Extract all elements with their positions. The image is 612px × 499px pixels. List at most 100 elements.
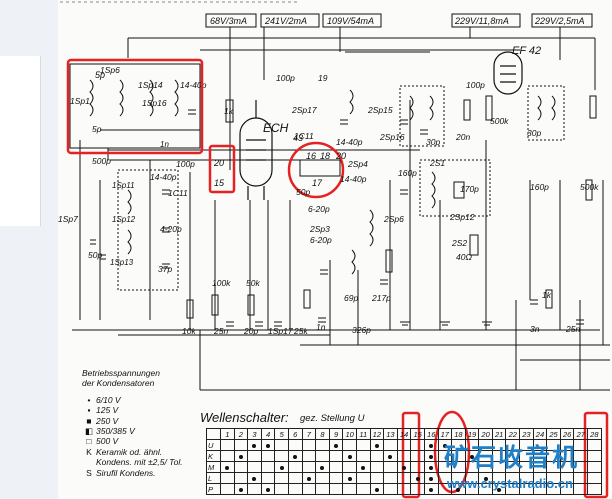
switch-cell	[301, 450, 317, 462]
tube-ech-label: ECH	[263, 121, 289, 135]
label-c20n: 20n	[455, 132, 470, 142]
switch-column-header: 15	[410, 428, 425, 440]
switch-cell	[315, 439, 330, 451]
switch-cell	[342, 450, 357, 462]
switch-table-row: M	[206, 461, 602, 473]
label-n18: 18	[320, 151, 330, 161]
switch-cell	[220, 483, 235, 495]
tube-ef42	[493, 51, 523, 95]
svg-text:229V/2,5mA: 229V/2,5mA	[534, 16, 585, 26]
switch-cell	[247, 483, 262, 495]
switch-cell	[220, 450, 235, 462]
switch-cell	[328, 461, 344, 473]
switch-column-header: 13	[383, 428, 398, 440]
supply-box-68v: 68V/3mA	[205, 13, 257, 28]
label-sp7: 1Sp7	[58, 214, 78, 224]
label-c3n: 3n	[530, 324, 540, 334]
if-transformer-1	[399, 85, 445, 147]
switch-cell	[301, 472, 317, 484]
label-c100p-b: 100p	[276, 73, 295, 83]
label-c217p: 217p	[371, 293, 391, 303]
label-c5p: 5p	[95, 70, 105, 80]
switch-column-header: 7	[301, 428, 317, 440]
label-c4-20p: 4-20p	[160, 224, 182, 234]
label-sp4: 2Sp4	[347, 159, 368, 169]
label-c170p: 170p	[460, 184, 479, 194]
contact-dot	[429, 454, 434, 459]
label-r25n: 25n	[213, 326, 228, 336]
switch-column-header: 10	[342, 428, 357, 440]
switch-cell	[410, 439, 425, 451]
contact-dot	[252, 476, 257, 481]
label-c14-40p: 14-40p	[180, 80, 207, 90]
switch-cell	[410, 483, 425, 495]
supply-box-229v-a: 229V/11,8mA	[451, 13, 521, 28]
switch-cell	[274, 439, 289, 451]
label-sp6b: 2Sp6	[383, 214, 404, 224]
switch-column-header: 28	[587, 428, 602, 440]
label-sp6: 1Sp6	[100, 65, 120, 75]
svg-text:109V/54mA: 109V/54mA	[327, 16, 374, 26]
tube-ech-number: 43	[293, 133, 303, 143]
contact-dot	[456, 487, 461, 492]
label-n20b: 20	[335, 151, 346, 161]
legend-title-1: Betriebsspannungen	[82, 368, 160, 378]
supply-box-229v-b: 229V/2,5mA	[531, 13, 593, 28]
switch-cell	[342, 439, 357, 451]
switch-table-row: L	[206, 472, 602, 484]
switch-table-row: P	[206, 483, 602, 495]
switch-column-header: 8	[315, 428, 330, 440]
switch-cell	[383, 439, 398, 451]
label-sp1: 1Sp1	[70, 96, 90, 106]
switch-column-header: 14	[396, 428, 412, 440]
mixer-circuit	[299, 89, 408, 309]
switch-row-label: P	[206, 483, 221, 495]
switch-cell	[369, 439, 385, 451]
switch-cell	[355, 483, 371, 495]
contact-dot	[361, 465, 366, 470]
switch-cell	[315, 472, 330, 484]
switch-column-header: 4	[260, 428, 276, 440]
switch-cell	[233, 472, 249, 484]
oscillator-stage	[90, 169, 179, 291]
switch-cell	[587, 483, 602, 495]
switch-cell	[220, 461, 235, 473]
label-sp16: 1Sp16	[142, 98, 167, 108]
supply-box-109v: 109V/54mA	[322, 13, 382, 28]
contact-dot	[334, 443, 339, 448]
switch-column-header: 1	[220, 428, 235, 440]
label-c50p: 50p	[88, 250, 102, 260]
contact-dot	[497, 487, 502, 492]
label-sp12: 1Sp12	[112, 215, 136, 224]
legend-title-2: der Kondensatoren	[82, 378, 155, 389]
legend-item: ▪125 V	[87, 405, 119, 416]
switch-cell	[287, 472, 303, 484]
switch-cell	[451, 483, 466, 495]
contact-dot	[469, 454, 474, 459]
switch-cell	[233, 483, 249, 495]
switch-column-header: 9	[328, 428, 344, 440]
switch-cell	[233, 461, 249, 473]
switch-cell	[587, 461, 602, 473]
if-transformer-2	[400, 95, 493, 256]
input-coil-block	[69, 63, 201, 160]
switch-table-subtitle: gez. Stellung U	[300, 413, 365, 424]
switch-cell	[587, 450, 602, 462]
switch-cell	[260, 450, 276, 462]
contact-dot	[252, 443, 257, 448]
switch-cell	[573, 472, 589, 484]
label-c326p: 326p	[352, 325, 371, 335]
label-sp16b: 2Sp16	[379, 132, 405, 142]
label-c50p-b: 50p	[296, 187, 310, 197]
label-c69p: 69p	[344, 293, 358, 303]
label-sp11: 1Sp11	[112, 181, 135, 190]
switch-table-title: Wellenschalter:	[200, 410, 289, 425]
switch-cell	[274, 472, 289, 484]
switch-cell	[301, 439, 317, 451]
supply-box-241v: 241V/2mA	[260, 13, 320, 28]
switch-column-header: 2	[233, 428, 249, 440]
label-c1c11b: 1C11	[294, 131, 314, 141]
